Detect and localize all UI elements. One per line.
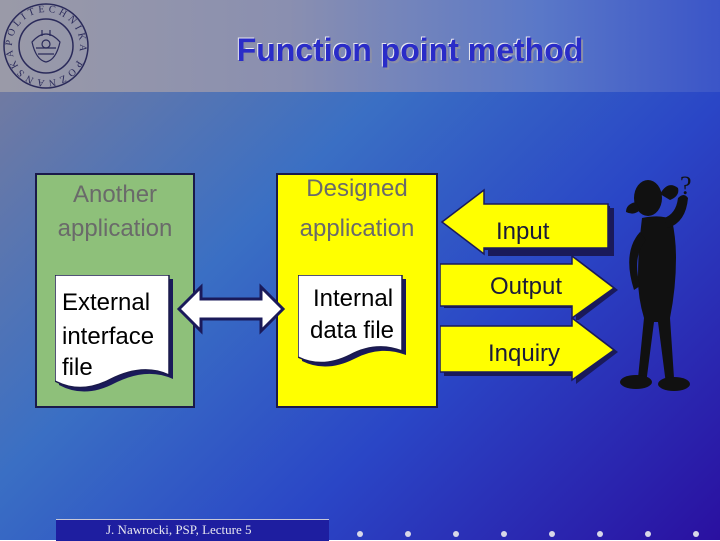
svg-text:POLITECHNIKA POZNAŃSKA: POLITECHNIKA POZNAŃSKA (4, 4, 89, 89)
decorative-dot (357, 531, 363, 537)
slide-title: Function point method (160, 32, 660, 69)
decorative-dot (453, 531, 459, 537)
decorative-dot (693, 531, 699, 537)
decorative-dot (501, 531, 507, 537)
footer-bar: J. Nawrocki, PSP, Lecture 5 (56, 519, 329, 541)
inquiry-label: Inquiry (488, 340, 560, 368)
decorative-dot (549, 531, 555, 537)
seal-text: POLITECHNIKA POZNAŃSKA (4, 4, 89, 89)
designed-application-title-line2: application (278, 209, 436, 249)
input-label: Input (496, 218, 549, 246)
university-seal-logo: POLITECHNIKA POZNAŃSKA (2, 2, 90, 90)
output-label: Output (490, 273, 562, 301)
external-interface-line1: External (62, 286, 150, 320)
thinking-person-icon: ? (618, 168, 710, 400)
internal-data-line2: data file (300, 314, 404, 348)
decorative-dot (597, 531, 603, 537)
decorative-dot (645, 531, 651, 537)
double-arrow-icon (175, 283, 287, 335)
footer-text: J. Nawrocki, PSP, Lecture 5 (106, 522, 252, 538)
decorative-dot (405, 531, 411, 537)
designed-application-title-line1: Designed (278, 169, 436, 209)
external-interface-line2: interface (62, 320, 154, 354)
external-interface-line3: file (62, 351, 93, 385)
internal-data-line1: Internal (306, 282, 400, 316)
another-application-title-line2: application (37, 209, 193, 249)
